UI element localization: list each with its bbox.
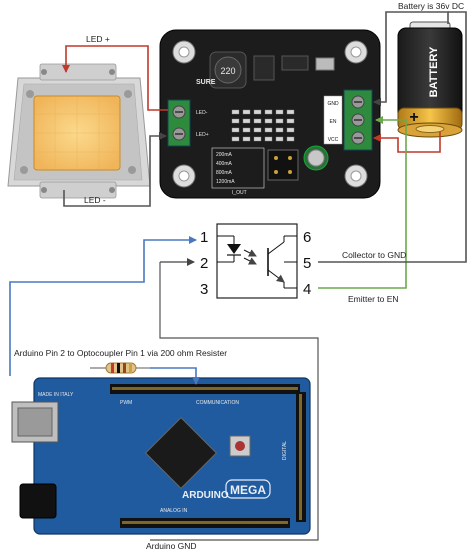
wire-collector-gnd (318, 11, 467, 263)
current-option-800: 800mA (216, 170, 233, 176)
wire-resistor-to-arduino (150, 367, 200, 385)
terminal-en: EN (330, 119, 337, 125)
wire-emitter-en (318, 116, 407, 289)
battery-plus-sign: + (409, 109, 418, 126)
current-option-1200: 1200mA (216, 179, 235, 185)
arduino-pin-label: Arduino Pin 2 to Optocoupler Pin 1 via 2… (14, 348, 227, 358)
wire-led-plus (62, 45, 168, 111)
arduino-mega-board: MADE IN ITALY COMMUNICATION PWM ANALOG I… (11, 377, 311, 535)
optocoupler: 1 2 3 4 5 6 (200, 223, 311, 299)
resistor-icon (90, 362, 150, 374)
inductor-label: 220 (220, 66, 235, 76)
wire-arduino-gnd-return (150, 262, 319, 541)
digital-label: DIGITAL (282, 441, 288, 460)
pwm-label: PWM (120, 400, 132, 406)
arduino-logo: ARDUINO (182, 490, 229, 501)
terminal-vcc: VCC (328, 137, 339, 143)
terminal-led-plus: LED+ (196, 132, 209, 138)
opto-pin-1: 1 (200, 229, 208, 246)
arduino-gnd-label: Arduino GND (146, 541, 197, 551)
battery-text: BATTERY (428, 46, 440, 97)
power-jack-icon (19, 483, 57, 519)
analog-label: ANALOG IN (160, 508, 188, 514)
wire-battery-minus (373, 11, 449, 106)
terminal-gnd: GND (327, 101, 339, 107)
wire-led-minus (63, 132, 167, 207)
out-label: I_OUT (232, 190, 247, 196)
wire-battery-plus (373, 132, 441, 153)
led-driver-board: 220 SURE 200mA 400mA 800mA 1200mA I_OUT … (159, 29, 381, 199)
mounting-hole-icon (172, 40, 368, 188)
current-option-200: 200mA (216, 152, 233, 158)
opto-pin-6: 6 (303, 229, 311, 246)
terminal-led-minus: LED- (196, 110, 208, 116)
opto-pin-5: 5 (303, 255, 311, 272)
opto-pin-2: 2 (200, 255, 208, 272)
wire-arduino-pin2 (9, 236, 197, 376)
opto-pin-4: 4 (303, 281, 311, 298)
battery: BATTERY + (397, 21, 463, 138)
led-module (7, 63, 151, 199)
microcontroller-icon (144, 416, 218, 490)
comm-label: COMMUNICATION (196, 400, 239, 406)
led-plus-label: LED + (86, 34, 110, 44)
mega-label: MEGA (230, 483, 266, 497)
reset-button-icon (235, 441, 245, 451)
brand-logo: SURE (196, 79, 216, 86)
battery-label: Battery is 36v DC (398, 1, 464, 11)
led-minus-label: LED - (84, 195, 106, 205)
opto-pin-3: 3 (200, 281, 208, 298)
current-option-400: 400mA (216, 161, 233, 167)
emitter-label: Emitter to EN (348, 294, 399, 304)
collector-label: Collector to GND (342, 250, 406, 260)
made-in-label: MADE IN ITALY (38, 392, 74, 398)
